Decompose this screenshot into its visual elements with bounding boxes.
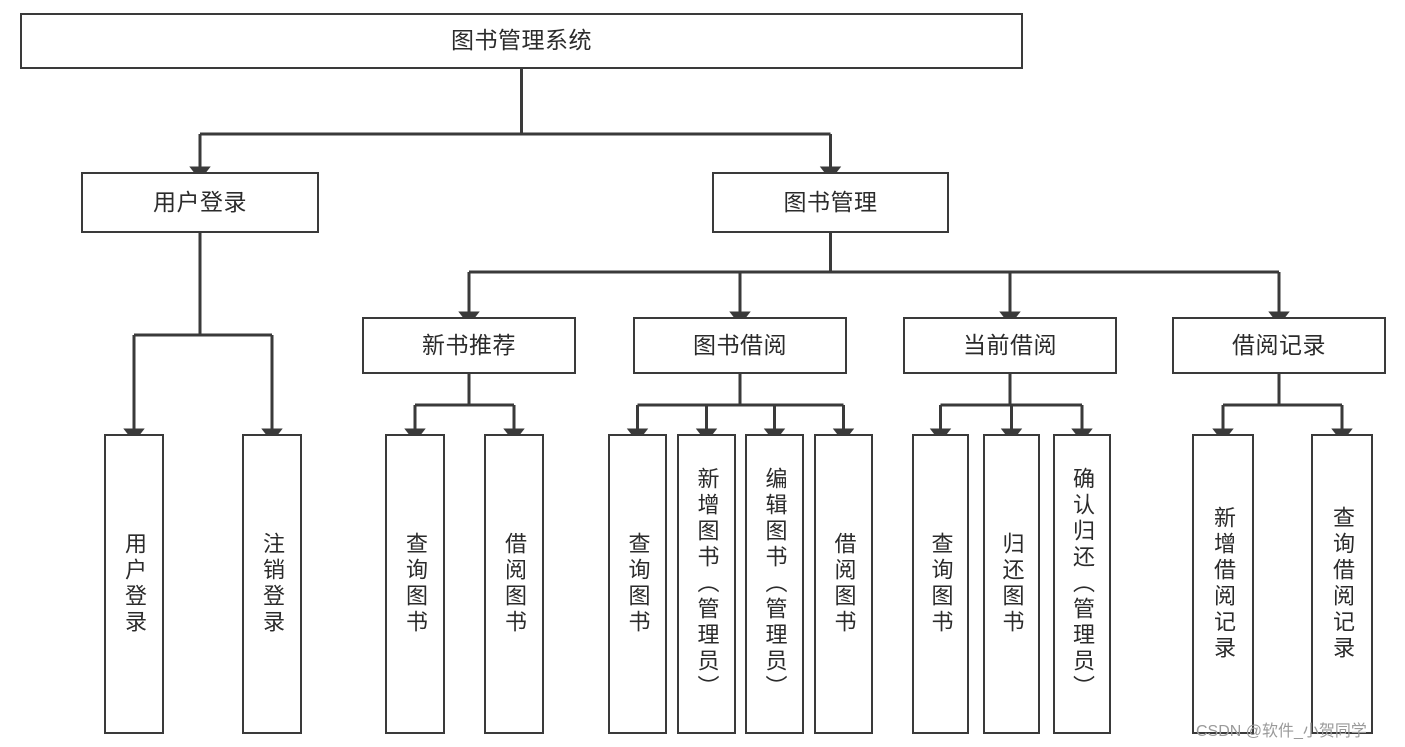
node-label: 查询图书 [928,532,954,636]
node-label: 当前借阅 [963,331,1057,358]
node-borrow-record[interactable]: 借阅记录 [1172,317,1386,374]
node-label: 查询图书 [403,532,428,636]
node-label: 借阅图书 [502,532,527,636]
edge-group [123,69,1353,443]
node-label: 图书管理 [783,188,878,215]
node-label: 新书推荐 [422,331,516,358]
node-label: 借阅记录 [1232,331,1326,358]
node-label: 归还图书 [999,532,1025,636]
node-leaf-bb-edit[interactable]: 编辑图书（管理员） [745,434,804,734]
node-leaf-logout[interactable]: 注销登录 [242,434,302,734]
node-label: 图书管理系统 [451,27,592,54]
node-current-borrow[interactable]: 当前借阅 [903,317,1117,374]
node-label: 新增借阅记录 [1211,506,1236,662]
node-leaf-cb-return[interactable]: 归还图书 [983,434,1040,734]
node-new-book-rec[interactable]: 新书推荐 [362,317,576,374]
node-leaf-rec-borrow[interactable]: 借阅图书 [484,434,544,734]
node-leaf-cb-query[interactable]: 查询图书 [912,434,969,734]
node-leaf-bb-add[interactable]: 新增图书（管理员） [677,434,736,734]
node-label: 用户登录 [122,532,147,636]
node-label: 图书借阅 [693,331,787,358]
node-label: 确认归还（管理员） [1070,467,1095,701]
node-leaf-user-login[interactable]: 用户登录 [104,434,164,734]
node-label: 查询图书 [625,532,651,636]
node-leaf-rec-query[interactable]: 查询图书 [385,434,445,734]
node-label: 用户登录 [153,188,247,215]
node-leaf-cb-confirm[interactable]: 确认归还（管理员） [1053,434,1111,734]
node-label: 注销登录 [260,532,285,636]
node-user-login[interactable]: 用户登录 [81,172,319,233]
node-label: 编辑图书（管理员） [762,467,788,701]
node-book-borrow[interactable]: 图书借阅 [633,317,847,374]
node-label: 新增图书（管理员） [694,467,720,701]
node-leaf-bb-borrow[interactable]: 借阅图书 [814,434,873,734]
node-book-manage[interactable]: 图书管理 [712,172,949,233]
node-leaf-bb-query[interactable]: 查询图书 [608,434,667,734]
node-label: 查询借阅记录 [1330,506,1355,662]
node-leaf-br-add[interactable]: 新增借阅记录 [1192,434,1254,734]
watermark-text: CSDN @软件_小贺同学 [1196,723,1367,740]
node-label: 借阅图书 [831,532,857,636]
node-root[interactable]: 图书管理系统 [20,13,1023,69]
node-leaf-br-query[interactable]: 查询借阅记录 [1311,434,1373,734]
